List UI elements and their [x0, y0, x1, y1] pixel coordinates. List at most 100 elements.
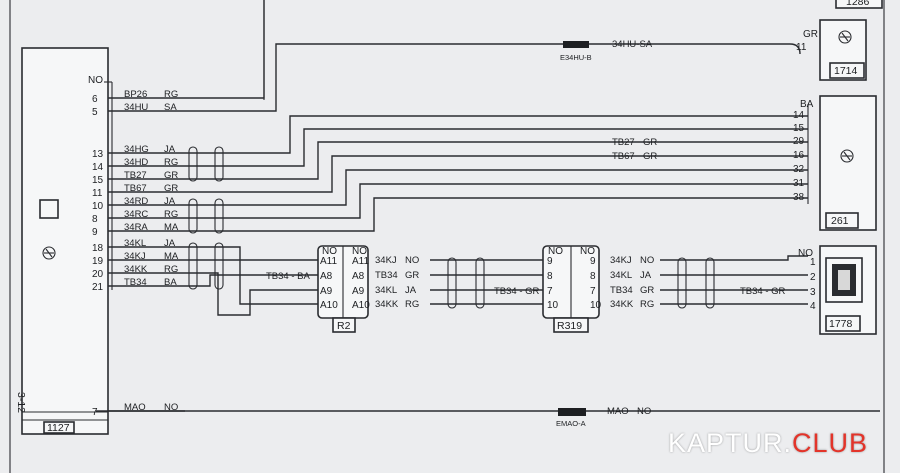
component-1778-pin: 1 [810, 257, 816, 268]
r2-right-pin: A10 [352, 300, 370, 311]
r2-wire-color: NO [405, 255, 419, 266]
connector-e34hu-wire: 34HU-SA [612, 39, 653, 50]
ecu-pin-number: 9 [92, 227, 98, 238]
r2-left-pin: A9 [320, 286, 333, 297]
ecu-pin-color: JA [164, 196, 176, 207]
ecu-pin-code: 34RD [124, 196, 148, 207]
component-1714-ground-icon [838, 30, 852, 44]
r319-wire-code: 34KL [610, 270, 632, 281]
component-1778-name: 1778 [829, 318, 853, 330]
wires [96, 0, 880, 412]
r319-right-pin: 9 [590, 256, 596, 267]
component-261-header: BA [800, 99, 814, 110]
component-261-ground-icon [840, 149, 854, 163]
component-1778-pin: 2 [810, 272, 816, 283]
ecu-pin-number: 5 [92, 107, 98, 118]
r319-wire-color: NO [640, 255, 654, 266]
component-261-pin: 15 [793, 123, 805, 134]
r319-wire-color: GR [640, 285, 654, 296]
r2-wire-color: GR [405, 270, 419, 281]
component-261-body [819, 95, 877, 231]
ecu-ground-symbol [42, 246, 56, 260]
component-1778-pin: 4 [810, 301, 816, 312]
ecu-pin-number: 15 [92, 175, 104, 186]
r2-left-pin: A8 [320, 271, 333, 282]
ecu-pin-number: 18 [92, 243, 104, 254]
component-261-pin: 32 [793, 164, 805, 175]
component-261-pin: 29 [793, 136, 805, 147]
ecu-pin-code: TB67 [124, 183, 147, 194]
r2-name: R2 [337, 320, 351, 332]
component-1714-name: 1714 [834, 65, 858, 77]
r319-left-pin: 10 [547, 300, 559, 311]
ecu-pin-number: 19 [92, 256, 104, 267]
r319-right-header: NO [580, 246, 595, 257]
ecu-header: NO [88, 75, 103, 86]
r2-wire-color: RG [405, 299, 419, 310]
r319-tb34-in: TB34 - GR [494, 286, 540, 297]
watermark-main: KAPTUR. [667, 428, 792, 458]
r2-right-pin: A8 [352, 271, 365, 282]
ecu-pin-color: JA [164, 238, 176, 249]
ecu-pin-number: 21 [92, 282, 104, 293]
top-right-box [835, 0, 883, 9]
r2-right-pin: A11 [352, 256, 369, 267]
r2-right-header: NO [352, 246, 367, 257]
shield-symbols [188, 146, 715, 309]
r319-right-pin: 8 [590, 271, 596, 282]
ecu-pin-code: TB27 [124, 170, 147, 181]
component-261-pin: 16 [793, 150, 805, 161]
ecu-pin-code: BP26 [124, 89, 147, 100]
ecu-pin-color: MA [164, 251, 179, 262]
ecu-side-label: 3-12 [15, 392, 27, 413]
ecu-pin-number: 7 [92, 407, 98, 418]
ecu-pin-color: MA [164, 222, 179, 233]
c261-wire-2-code: TB67 [612, 151, 635, 162]
r2-wire-code: TB34 [375, 270, 398, 281]
ecu-pin-color: NO [164, 402, 178, 413]
ecu-pin-color: JA [164, 144, 176, 155]
ecu-pin-code: 34KJ [124, 251, 146, 262]
ecu-pin-color: RG [164, 264, 178, 275]
component-1714: 1714 GR 11 [796, 19, 867, 81]
c261-wire-2-color: GR [643, 151, 657, 162]
r2-wire-code: 34KL [375, 285, 397, 296]
component-1714-color: GR [803, 29, 818, 40]
r319-left-pin: 7 [547, 286, 553, 297]
c261-wire-1-code: TB27 [612, 137, 635, 148]
r2-wire-code: 34KK [375, 299, 399, 310]
component-261-pin: 38 [793, 192, 805, 203]
component-1778-header: NO [798, 248, 813, 259]
r2-tb34-in: TB34 - BA [266, 271, 310, 282]
watermark: KAPTUR.CLUB [668, 428, 868, 459]
r319-left-header: NO [548, 246, 563, 257]
c261-wire-1-color: GR [643, 137, 657, 148]
connector-e34hu-name: E34HU-B [560, 53, 592, 62]
connector-emao-a: EMAO-A MAO NO [556, 406, 651, 428]
ecu-pin-number: 14 [92, 162, 104, 173]
ecu-pin-number: 20 [92, 269, 104, 280]
r319-wire-color: RG [640, 299, 654, 310]
emao-wire-code: MAO [607, 406, 629, 417]
watermark-accent: CLUB [791, 428, 868, 458]
ecu-name: 1127 [47, 422, 70, 434]
ecu-pin-color: GR [164, 170, 178, 181]
ecu-body [21, 47, 109, 435]
emao-wire-color: NO [637, 406, 651, 417]
ecu-square-symbol [39, 199, 59, 219]
ecu-pin-color: RG [164, 157, 178, 168]
r2-left-pin: A11 [320, 256, 337, 267]
ecu-pin-number: 8 [92, 214, 98, 225]
ecu-pin-color: RG [164, 209, 178, 220]
component-1714-pin: 11 [796, 42, 807, 53]
r2-left-header: NO [322, 246, 337, 257]
component-261-pin: 31 [793, 178, 805, 189]
ecu-pin-code: 34RA [124, 222, 148, 233]
connector-e34hu-b: E34HU-B 34HU-SA [560, 39, 653, 62]
r319-wire-code: 34KK [610, 299, 634, 310]
ecu-name-box [43, 421, 75, 434]
